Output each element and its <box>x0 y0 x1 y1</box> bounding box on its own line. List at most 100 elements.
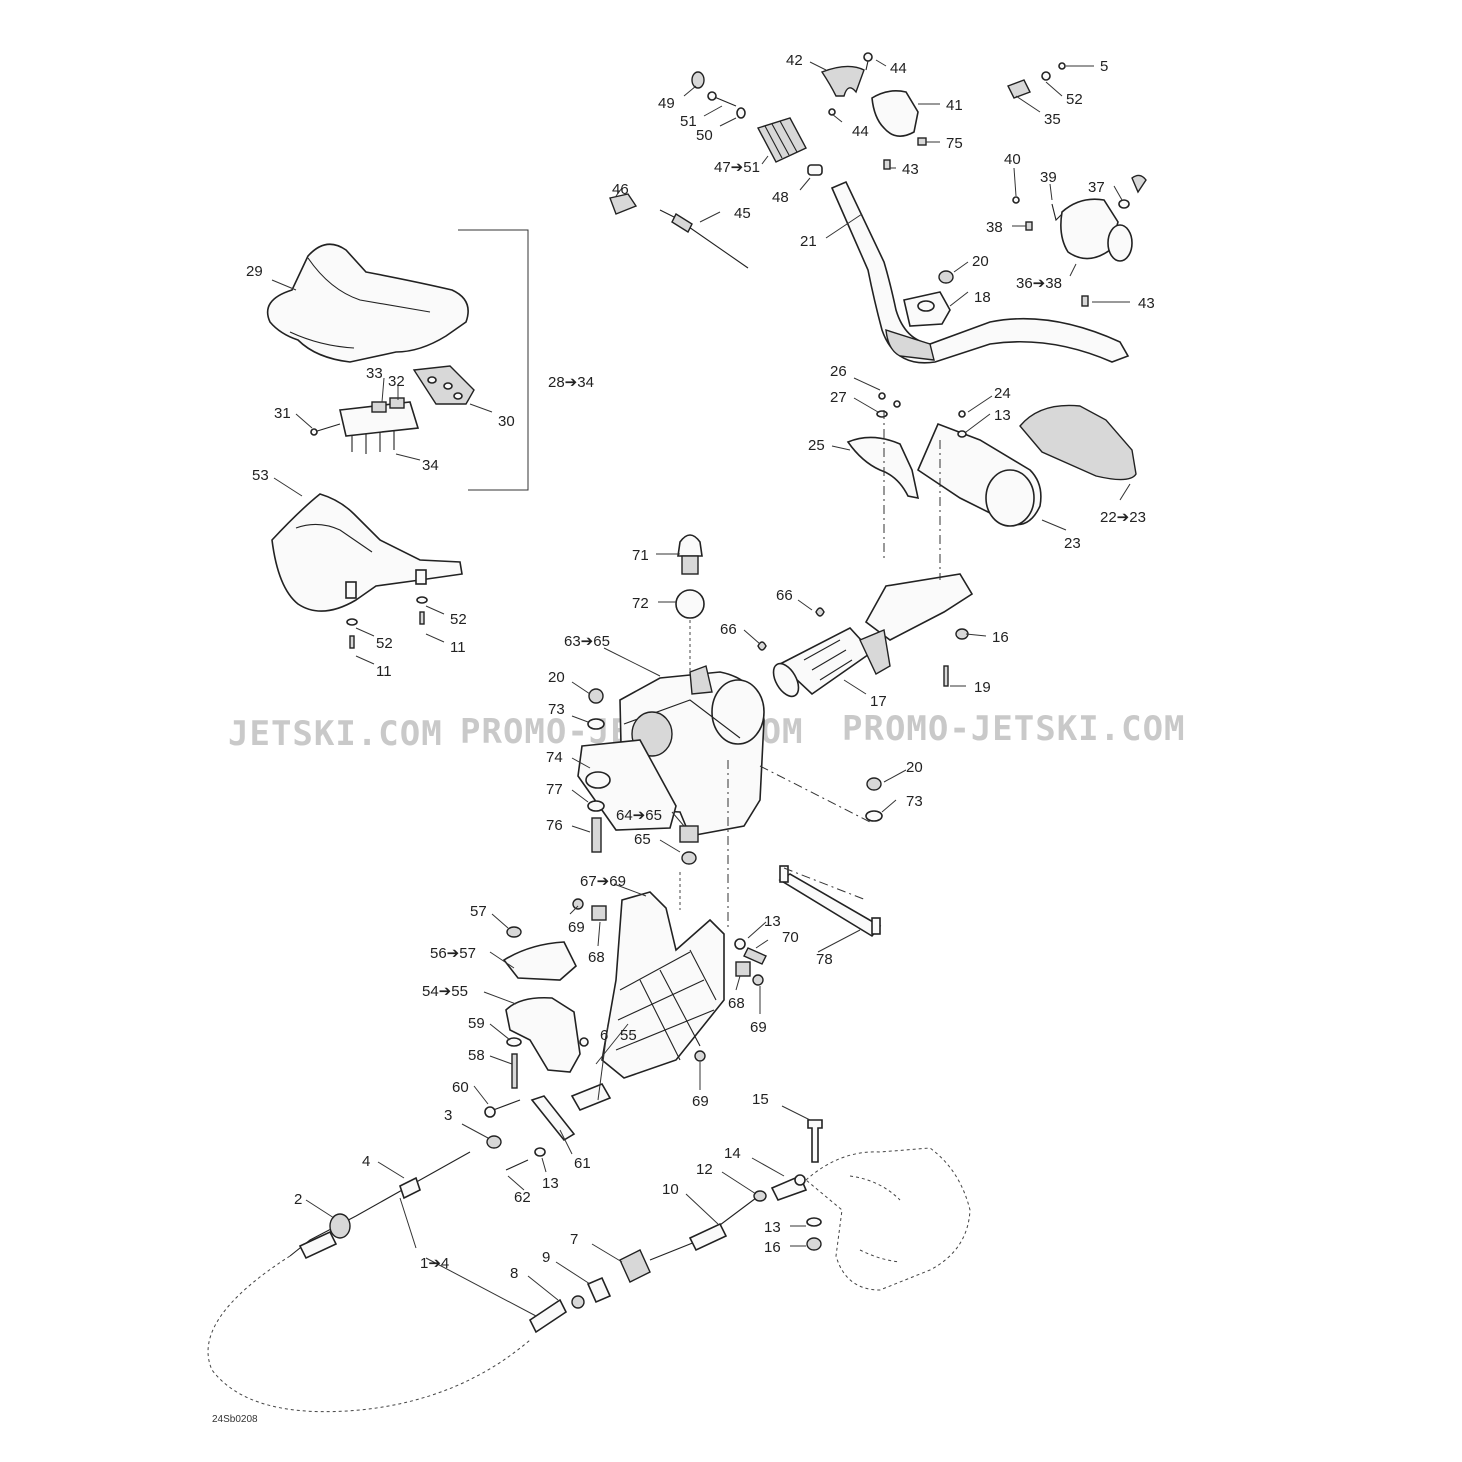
part-label: 45 <box>734 205 751 222</box>
handlebar-cover <box>266 243 469 363</box>
upper-clamp <box>502 941 577 981</box>
washer <box>736 107 746 119</box>
cable-sleeve <box>528 1298 568 1334</box>
watermark-text: JETSKI.COM <box>228 714 443 754</box>
part-label: 13 <box>764 1219 781 1236</box>
steering-arm <box>505 996 581 1073</box>
part-label: 57 <box>470 903 487 920</box>
part-label: 61 <box>574 1155 591 1172</box>
part-label: 13 <box>994 407 1011 424</box>
throttle-housing <box>871 90 919 137</box>
part-label: 71 <box>632 547 649 564</box>
handlebar-assembly <box>609 52 1147 364</box>
part-label: 35 <box>1044 111 1061 128</box>
bushing <box>679 825 699 843</box>
part-label: 43 <box>902 161 919 178</box>
part-label: 59 <box>468 1015 485 1032</box>
centerline <box>783 867 867 901</box>
part-label: 31 <box>274 405 291 422</box>
part-label: 49 <box>658 95 675 112</box>
part-label: 39 <box>1040 169 1057 186</box>
part-label: 47➔51 <box>714 159 760 176</box>
part-label: 38 <box>986 219 1003 236</box>
part-label: 21 <box>800 233 817 250</box>
start-button <box>1131 174 1147 194</box>
steering-lower-cover <box>271 493 463 612</box>
clamp-nut <box>938 270 954 284</box>
part-label: 51 <box>680 113 697 130</box>
part-label: 52 <box>376 635 393 652</box>
part-label: 13 <box>542 1175 559 1192</box>
leader-lines <box>271 59 1131 1317</box>
part-label: 22➔23 <box>1100 509 1146 526</box>
part-label: 25 <box>808 437 825 454</box>
part-label: 20 <box>548 669 565 686</box>
part-label: 41 <box>946 97 963 114</box>
part-label: 62 <box>514 1189 531 1206</box>
steering-arm-bracket <box>601 891 725 1079</box>
part-label: 8 <box>510 1265 518 1282</box>
part-label: 28➔34 <box>548 374 594 391</box>
part-label: 56➔57 <box>430 945 476 962</box>
stop-bumper <box>677 534 703 557</box>
part-label: 5 <box>1100 58 1108 75</box>
watermark-text: PROMO-JETSKI.COM <box>842 709 1186 749</box>
lower-steering <box>484 891 767 1171</box>
part-label: 9 <box>542 1249 550 1266</box>
part-label: 14 <box>724 1145 741 1162</box>
part-label: 78 <box>816 951 833 968</box>
nut <box>588 688 604 704</box>
steering-cover-front <box>846 436 920 500</box>
handlebar-cover-group <box>266 229 529 491</box>
part-label: 18 <box>974 289 991 306</box>
part-label: 17 <box>870 693 887 710</box>
rubber-bushing <box>675 589 705 619</box>
part-label: 53 <box>252 467 269 484</box>
cable-plate <box>530 1095 576 1142</box>
part-label: 40 <box>1004 151 1021 168</box>
end-cap <box>691 71 705 89</box>
part-label: 55 <box>620 1027 637 1044</box>
part-label: 29 <box>246 263 263 280</box>
part-label: 72 <box>632 595 649 612</box>
reverse-cable <box>649 1197 757 1261</box>
lower-cover-group <box>271 493 463 649</box>
cables-and-nozzle <box>207 1119 971 1413</box>
centerline <box>759 765 871 823</box>
part-label: 74 <box>546 749 563 766</box>
part-label: 24 <box>994 385 1011 402</box>
padding <box>1019 404 1137 481</box>
part-label: 68 <box>588 949 605 966</box>
part-label: 37 <box>1088 179 1105 196</box>
part-labels: 42 44 5 49 52 41 51 44 35 50 75 47➔51 43… <box>246 52 1155 1282</box>
part-label: 68 <box>728 995 745 1012</box>
part-label: 69 <box>692 1093 709 1110</box>
part-label: 73 <box>906 793 923 810</box>
part-label: 6 <box>600 1027 608 1044</box>
part-label: 11 <box>376 663 392 680</box>
part-label: 69 <box>568 919 585 936</box>
cable-boot <box>619 1249 651 1283</box>
part-label: 44 <box>890 60 907 77</box>
part-label: 73 <box>548 701 565 718</box>
part-label: 3 <box>444 1107 452 1124</box>
part-label: 36➔38 <box>1016 275 1062 292</box>
part-label: 58 <box>468 1047 485 1064</box>
part-label: 43 <box>1138 295 1155 312</box>
part-label: 20 <box>906 759 923 776</box>
part-label: 52 <box>450 611 467 628</box>
part-label: 10 <box>662 1181 679 1198</box>
part-label: 50 <box>696 127 713 144</box>
part-label: 32 <box>388 373 405 390</box>
part-label: 75 <box>946 135 963 152</box>
part-label: 16 <box>992 629 1009 646</box>
part-label: 77 <box>546 781 563 798</box>
part-label: 4 <box>362 1153 370 1170</box>
part-label: 16 <box>764 1239 781 1256</box>
steering-stem <box>864 573 974 641</box>
part-label: 60 <box>452 1079 469 1096</box>
part-label: 33 <box>366 365 383 382</box>
part-label: 70 <box>782 929 799 946</box>
part-label: 66 <box>776 587 793 604</box>
part-label: 76 <box>546 817 563 834</box>
